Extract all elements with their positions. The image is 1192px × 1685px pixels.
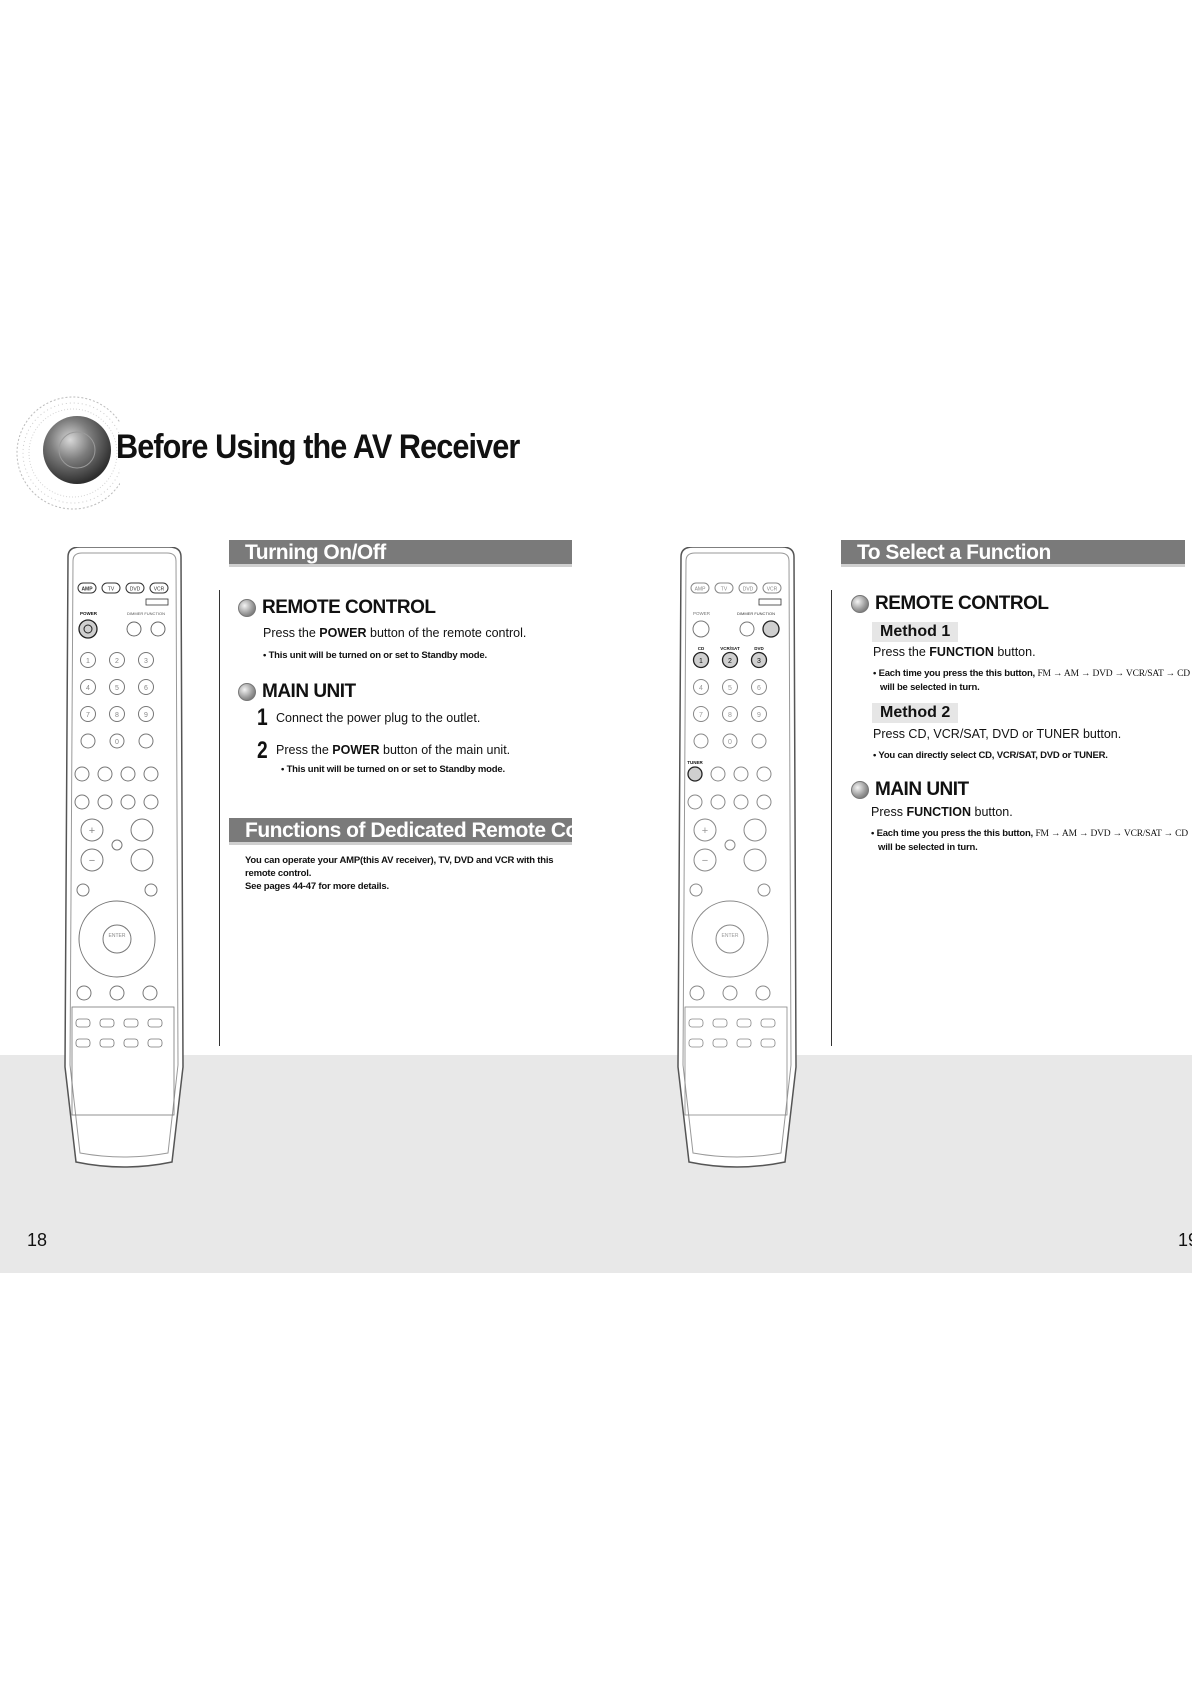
section-header-select-function: To Select a Function [841,540,1185,567]
svg-text:AMP: AMP [695,587,707,593]
svg-text:6: 6 [757,685,761,692]
svg-text:TV: TV [721,587,728,593]
svg-text:6: 6 [144,685,148,692]
remote-top-buttons [77,582,169,594]
remote-control-note: • This unit will be turned on or set to … [263,650,487,661]
dedicated-remote-text-line: You can operate your AMP(this AV receive… [245,855,554,866]
svg-text:ENTER: ENTER [109,933,126,939]
step-1-text: Connect the power plug to the outlet. [276,711,481,725]
page-title: Before Using the AV Receiver [116,428,520,466]
circle-bullet-icon [238,683,256,701]
svg-text:0: 0 [115,739,119,746]
svg-text:9: 9 [144,712,148,719]
svg-text:5: 5 [115,685,119,692]
svg-text:DVD: DVD [743,587,754,593]
svg-text:3: 3 [144,658,148,665]
svg-text:7: 7 [86,712,90,719]
svg-text:−: − [702,855,708,867]
method-2-instruction: Press CD, VCR/SAT, DVD or TUNER button. [873,727,1122,741]
svg-text:POWER: POWER [80,611,98,616]
dedicated-remote-text-line: remote control. [245,868,312,879]
function-sequence: FM → AM → DVD → VCR/SAT → CD [1037,669,1190,679]
method-1-note: • Each time you press the this button, F… [873,668,1190,679]
divider-line [831,590,832,1046]
svg-text:POWER: POWER [693,611,711,616]
remote-control-heading: REMOTE CONTROL [851,593,1049,615]
svg-text:VCR: VCR [767,587,778,593]
method-1-label: Method 1 [872,622,959,642]
svg-text:ENTER: ENTER [722,933,739,939]
step-2-note: • This unit will be turned on or set to … [281,764,505,775]
function-sequence: FM → AM → DVD → VCR/SAT → CD [1035,829,1188,839]
circle-bullet-icon [851,781,869,799]
svg-text:2: 2 [115,658,119,665]
main-unit-instruction: Press FUNCTION button. [871,805,1013,819]
remote-control-image: AMP TV DVD VCR POWER DIMMER FUNCTION 1 2 3 4 5… [64,547,184,1168]
svg-text:4: 4 [86,685,90,692]
step-number: 2 [257,737,268,764]
svg-text:TV: TV [108,587,115,593]
main-unit-note: • Each time you press the this button, F… [871,828,1188,839]
svg-text:5: 5 [728,685,732,692]
svg-text:VCR: VCR [154,587,165,593]
svg-text:8: 8 [115,712,119,719]
remote-control-heading: REMOTE CONTROL [238,597,436,619]
background-band [0,1055,1192,1273]
step-2-text: Press the POWER button of the main unit. [276,743,511,757]
main-unit-heading: MAIN UNIT [851,779,969,801]
svg-text:−: − [89,855,95,867]
circle-bullet-icon [238,599,256,617]
section-header-turning-on-off: Turning On/Off [229,540,572,567]
page-number-left: 18 [27,1230,48,1250]
svg-text:VCR/SAT: VCR/SAT [720,646,740,651]
svg-text:DVD: DVD [754,646,764,651]
step-number: 1 [257,704,268,731]
svg-text:7: 7 [699,712,703,719]
svg-text:AMP: AMP [81,587,93,593]
title-disc-icon [16,396,120,510]
svg-text:+: + [702,825,708,837]
svg-text:CD: CD [698,646,705,651]
svg-text:0: 0 [728,739,732,746]
method-2-note: • You can directly select CD, VCR/SAT, D… [873,750,1108,761]
method-2-label: Method 2 [872,703,959,723]
method-1-instruction: Press the FUNCTION button. [873,645,1036,659]
circle-bullet-icon [851,595,869,613]
svg-text:3: 3 [757,658,761,665]
svg-text:4: 4 [699,685,703,692]
svg-text:1: 1 [699,658,703,665]
svg-text:1: 1 [86,658,90,665]
method-1-note-line2: will be selected in turn. [880,682,980,693]
svg-text:TUNER: TUNER [687,760,703,765]
remote-control-image-function: AMP TV DVD VCR POWER DIMMER FUNCTION CD VCR/… [677,547,797,1168]
svg-text:DIMMER FUNCTION: DIMMER FUNCTION [737,611,775,616]
svg-text:8: 8 [728,712,732,719]
remote-control-instruction: Press the POWER button of the remote con… [263,626,527,640]
main-unit-heading: MAIN UNIT [238,681,356,703]
dedicated-remote-text-line: See pages 44-47 for more details. [245,881,389,892]
section-header-functions-dedicated: Functions of Dedicated Remote Control [229,818,572,845]
svg-text:DVD: DVD [130,587,141,593]
svg-text:2: 2 [728,658,732,665]
svg-text:+: + [89,825,95,837]
main-unit-note-line2: will be selected in turn. [878,842,978,853]
svg-text:DIMMER FUNCTION: DIMMER FUNCTION [127,611,165,616]
divider-line [219,590,220,1046]
page-number-right: 19 [1178,1230,1192,1250]
svg-text:9: 9 [757,712,761,719]
